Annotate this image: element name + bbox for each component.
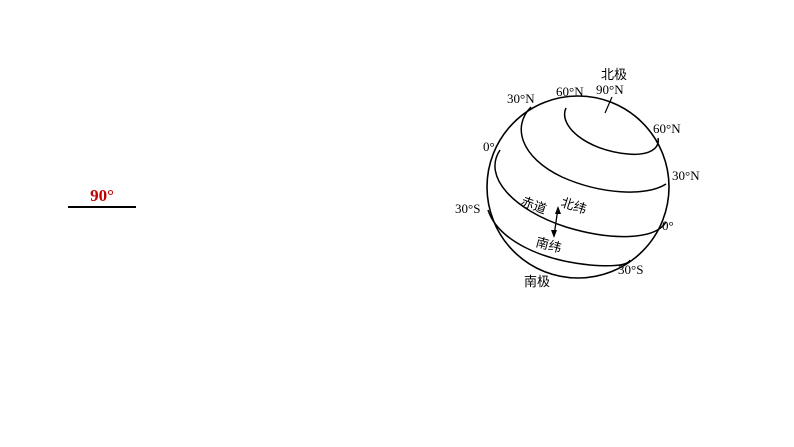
south-lat-label: 南纬: [534, 234, 563, 256]
label-30n-right: 30°N: [672, 168, 700, 183]
label-30s-right: 30°S: [618, 262, 643, 277]
label-30n-left: 30°N: [507, 91, 535, 106]
parallel-30s: [487, 209, 631, 267]
equator-label: 赤道: [519, 195, 549, 218]
parallel-30n: [520, 106, 667, 193]
label-30s-left: 30°S: [455, 201, 480, 216]
label-90n: 90°N: [596, 82, 624, 97]
answer-text: 90°: [90, 186, 114, 205]
parallel-60n: [563, 107, 659, 156]
label-60n-right: 60°N: [653, 121, 681, 136]
north-pole-pointer: [604, 96, 613, 114]
north-pole-label: 北极: [601, 68, 627, 83]
globe-outline: [486, 95, 670, 279]
answer-blank: 90°: [68, 186, 136, 208]
label-0-right: 0°: [662, 218, 674, 233]
lat-arrow-head-down: [551, 230, 557, 238]
label-60n-left: 60°N: [556, 84, 584, 99]
label-0-left: 0°: [483, 139, 495, 154]
equator-line: [494, 149, 667, 238]
south-pole-label: 南极: [524, 274, 550, 290]
lat-arrow-head-up: [555, 206, 561, 214]
north-lat-label: 北纬: [559, 196, 588, 218]
